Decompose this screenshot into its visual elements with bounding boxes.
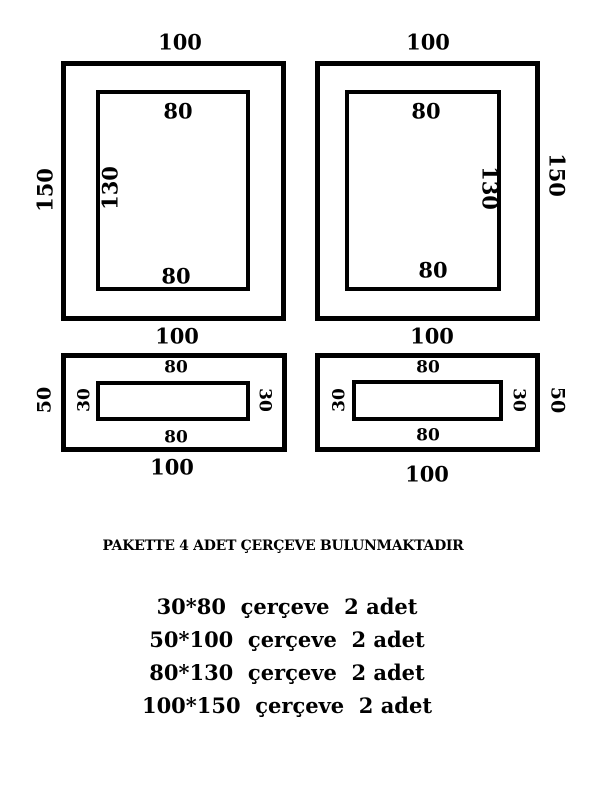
label-inner-right: 30 <box>508 388 529 412</box>
label-inner-top: 80 <box>163 98 193 124</box>
label-outer-side: 50 <box>33 386 56 414</box>
frame-50x100-left-outer <box>61 353 287 452</box>
label-inner-left: 30 <box>74 388 95 412</box>
label-inner-left: 30 <box>329 388 350 412</box>
frame-30x80-right-inner <box>352 380 503 421</box>
package-heading: PAKETTE 4 ADET ÇERÇEVE BULUNMAKTADIR <box>102 538 464 554</box>
list-item: 50*100 çerçeve 2 adet <box>149 627 425 652</box>
list-item: 100*150 çerçeve 2 adet <box>141 693 433 718</box>
label-inner-bottom: 80 <box>164 427 188 448</box>
label-outer-bottom: 100 <box>150 454 194 480</box>
label-outer-top: 100 <box>158 29 202 55</box>
label-outer-bottom: 100 <box>410 323 454 349</box>
label-inner-bottom: 80 <box>418 257 448 283</box>
frame-80x130-left-inner <box>96 90 250 291</box>
label-inner-bottom: 80 <box>161 263 191 289</box>
frame-80x130-right-inner <box>345 90 501 291</box>
label-outer-side: 150 <box>544 153 570 197</box>
label-outer-side: 50 <box>546 386 569 414</box>
frame-list: 30*80 çerçeve 2 adet 50*100 çerçeve 2 ad… <box>0 590 574 722</box>
frame-50x100-right-outer <box>315 353 540 452</box>
label-inner-top: 80 <box>416 357 440 378</box>
label-outer-top: 100 <box>406 29 450 55</box>
label-outer-side: 150 <box>32 168 58 212</box>
label-inner-right: 30 <box>254 388 275 412</box>
frame-100x150-right-outer <box>315 61 540 321</box>
label-inner-top: 80 <box>411 98 441 124</box>
label-inner-side: 130 <box>477 166 503 210</box>
label-inner-bottom: 80 <box>416 425 440 446</box>
frame-30x80-left-inner <box>96 381 250 421</box>
label-inner-top: 80 <box>164 357 188 378</box>
list-item: 30*80 çerçeve 2 adet <box>156 594 418 619</box>
list-item: 80*130 çerçeve 2 adet <box>149 660 425 685</box>
label-outer-bottom: 100 <box>405 461 449 487</box>
label-outer-bottom: 100 <box>155 323 199 349</box>
frame-100x150-left-outer <box>61 61 286 321</box>
label-inner-side: 130 <box>97 166 123 210</box>
